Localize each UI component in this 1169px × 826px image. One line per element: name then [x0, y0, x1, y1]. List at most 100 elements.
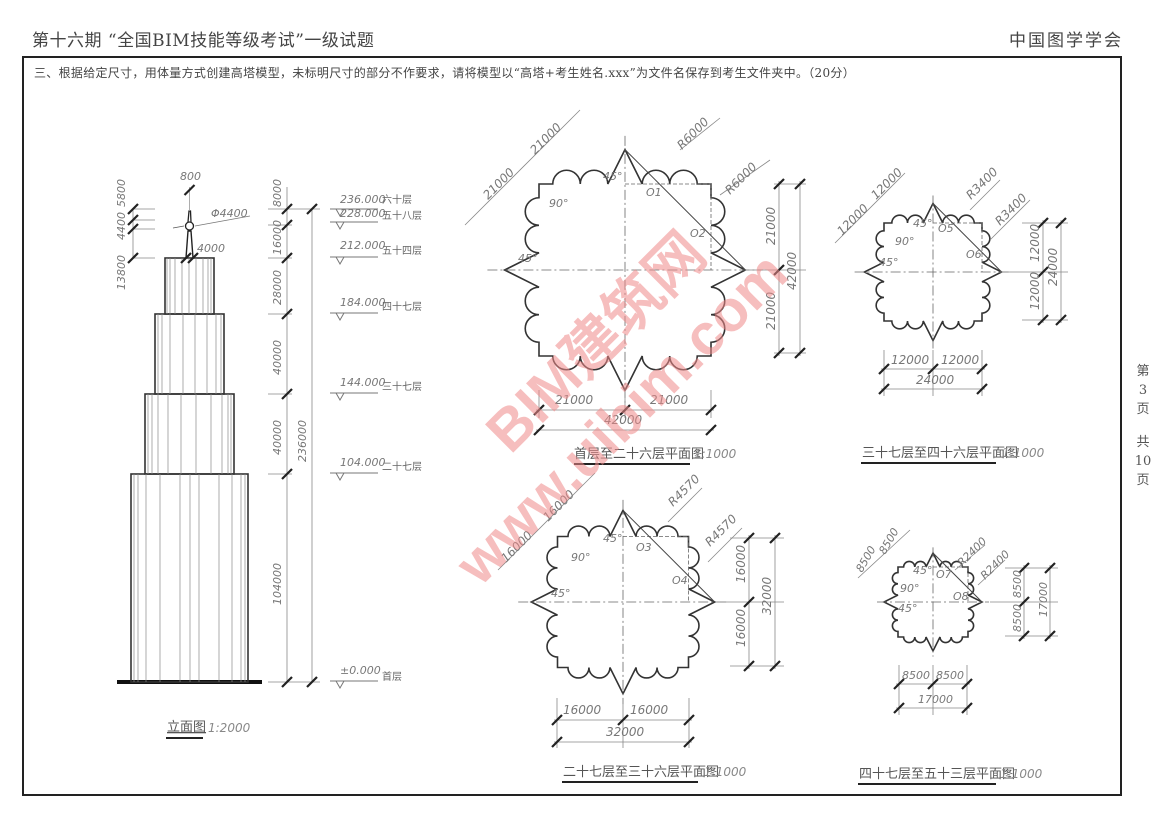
- svg-text:O2: O2: [690, 227, 706, 240]
- svg-text:首层: 首层: [382, 670, 402, 683]
- svg-text:21000: 21000: [764, 206, 778, 245]
- svg-text:32000: 32000: [760, 576, 774, 615]
- svg-text:21000: 21000: [527, 120, 564, 157]
- svg-text:90°: 90°: [900, 582, 920, 595]
- spire-dim-5800: 5800: [115, 179, 128, 207]
- svg-text:21000: 21000: [480, 165, 517, 202]
- svg-text:三十七层: 三十七层: [382, 380, 422, 393]
- svg-text:90°: 90°: [895, 235, 915, 248]
- spire-dim-4400: 4400: [115, 212, 128, 240]
- total-height-dim: 236000: [296, 420, 309, 462]
- plan2-title: 三十七层至四十六层平面图: [862, 446, 1018, 461]
- svg-text:R4570: R4570: [665, 471, 703, 509]
- svg-text:16000: 16000: [563, 703, 602, 717]
- plan1-title: 首层至二十六层平面图: [574, 447, 704, 462]
- drawing-frame: [22, 56, 1122, 796]
- svg-text:二十七层: 二十七层: [382, 460, 422, 473]
- svg-text:五十四层: 五十四层: [382, 244, 422, 257]
- svg-text:45°: 45°: [518, 252, 538, 265]
- elevation-drawing: 5800 4400 13800 800 Φ4400 4000 8000 1600…: [115, 170, 422, 739]
- svg-text:O7: O7: [936, 568, 952, 581]
- svg-text:R2400: R2400: [955, 535, 989, 569]
- svg-text:12000: 12000: [941, 353, 980, 367]
- svg-text:R6000: R6000: [674, 114, 712, 152]
- svg-text:8500: 8500: [936, 669, 964, 682]
- svg-text:42000: 42000: [785, 251, 799, 290]
- svg-text:12000: 12000: [868, 165, 905, 202]
- plan4-scale: 1:1000: [1000, 767, 1043, 781]
- spire-dim-13800: 13800: [115, 255, 128, 290]
- svg-text:16000: 16000: [630, 703, 669, 717]
- question-text: 三、根据给定尺寸，用体量方式创建高塔模型，未标明尺寸的部分不作要求，请将模型以“…: [34, 66, 856, 80]
- svg-text:24000: 24000: [1046, 247, 1060, 286]
- svg-text:R3400: R3400: [963, 164, 1001, 202]
- seg-dim-40000-a: 40000: [271, 340, 284, 375]
- svg-text:O3: O3: [636, 541, 652, 554]
- svg-text:90°: 90°: [549, 197, 569, 210]
- svg-text:17000: 17000: [1037, 582, 1050, 617]
- svg-text:45°: 45°: [603, 532, 623, 545]
- svg-text:8500: 8500: [853, 544, 878, 575]
- svg-text:O8: O8: [953, 590, 969, 603]
- svg-text:12000: 12000: [1028, 223, 1042, 262]
- svg-text:45°: 45°: [603, 170, 623, 183]
- svg-text:O1: O1: [646, 186, 662, 199]
- elevation-scale: 1:2000: [208, 721, 251, 735]
- svg-text:16000: 16000: [734, 544, 748, 583]
- svg-text:21000: 21000: [650, 393, 689, 407]
- svg-text:R3400: R3400: [992, 190, 1030, 228]
- svg-text:8500: 8500: [902, 669, 930, 682]
- plan-floors-37-46: 12000 12000 24000 12000 12000 24000 1200…: [834, 164, 1068, 464]
- svg-text:16000: 16000: [734, 608, 748, 647]
- seg-dim-40000-b: 40000: [271, 420, 284, 455]
- svg-text:六十层: 六十层: [382, 193, 412, 206]
- svg-text:45°: 45°: [913, 217, 933, 230]
- level-markers: 236.000 六十层 228.000 五十八层 212.000 五十四层 18…: [329, 193, 422, 689]
- plan3-title: 二十七层至三十六层平面图: [563, 765, 719, 780]
- page-indicator: 第 3 页 共 10 页: [1134, 364, 1152, 488]
- svg-text:184.000: 184.000: [340, 296, 386, 309]
- svg-text:R2400: R2400: [978, 548, 1012, 582]
- svg-text:104.000: 104.000: [340, 456, 386, 469]
- svg-text:32000: 32000: [606, 725, 645, 739]
- svg-text:五十八层: 五十八层: [382, 209, 422, 222]
- svg-text:45°: 45°: [551, 587, 571, 600]
- svg-text:212.000: 212.000: [340, 239, 386, 252]
- plan-floors-47-53: 8500 8500 17000 8500 8500 17000 8500 850…: [853, 526, 1058, 785]
- seg-dim-28000: 28000: [271, 270, 284, 305]
- plan1-scale: 1:1000: [694, 447, 737, 461]
- svg-text:8500: 8500: [1011, 604, 1024, 632]
- plan3-scale: 1:1000: [704, 765, 747, 779]
- svg-text:45°: 45°: [879, 256, 899, 269]
- svg-text:21000: 21000: [764, 291, 778, 330]
- seg-dim-104000: 104000: [271, 563, 284, 605]
- svg-text:24000: 24000: [916, 373, 955, 387]
- svg-text:12000: 12000: [1028, 271, 1042, 310]
- spire-top-dim: 800: [180, 170, 201, 183]
- svg-text:45°: 45°: [898, 602, 918, 615]
- svg-text:21000: 21000: [555, 393, 594, 407]
- seg-dim-16000: 16000: [271, 220, 284, 255]
- plan4-title: 四十七层至五十三层平面图: [859, 767, 1015, 782]
- svg-text:8500: 8500: [1011, 570, 1024, 598]
- svg-text:O4: O4: [672, 574, 688, 587]
- svg-text:45°: 45°: [913, 564, 933, 577]
- plan2-scale: 1:1000: [1002, 446, 1045, 460]
- svg-text:四十七层: 四十七层: [382, 300, 422, 313]
- svg-text:R6000: R6000: [722, 159, 760, 197]
- svg-text:42000: 42000: [604, 413, 643, 427]
- svg-text:12000: 12000: [891, 353, 930, 367]
- watermark: BIM建筑网 www.uibim.com: [443, 220, 800, 597]
- exam-title: 第十六期 “全国BIM技能等级考试”一级试题: [32, 31, 375, 51]
- svg-text:12000: 12000: [834, 201, 871, 238]
- svg-text:R4570: R4570: [702, 511, 740, 549]
- organization-name: 中国图学学会: [1009, 31, 1123, 51]
- spire-ball-dim: Φ4400: [211, 207, 248, 220]
- svg-text:228.000: 228.000: [340, 207, 386, 220]
- svg-text:90°: 90°: [571, 551, 591, 564]
- seg-dim-8000: 8000: [271, 179, 284, 207]
- svg-text:17000: 17000: [918, 693, 953, 706]
- svg-text:±0.000: ±0.000: [340, 664, 381, 677]
- spire-base-dim: 4000: [197, 242, 225, 255]
